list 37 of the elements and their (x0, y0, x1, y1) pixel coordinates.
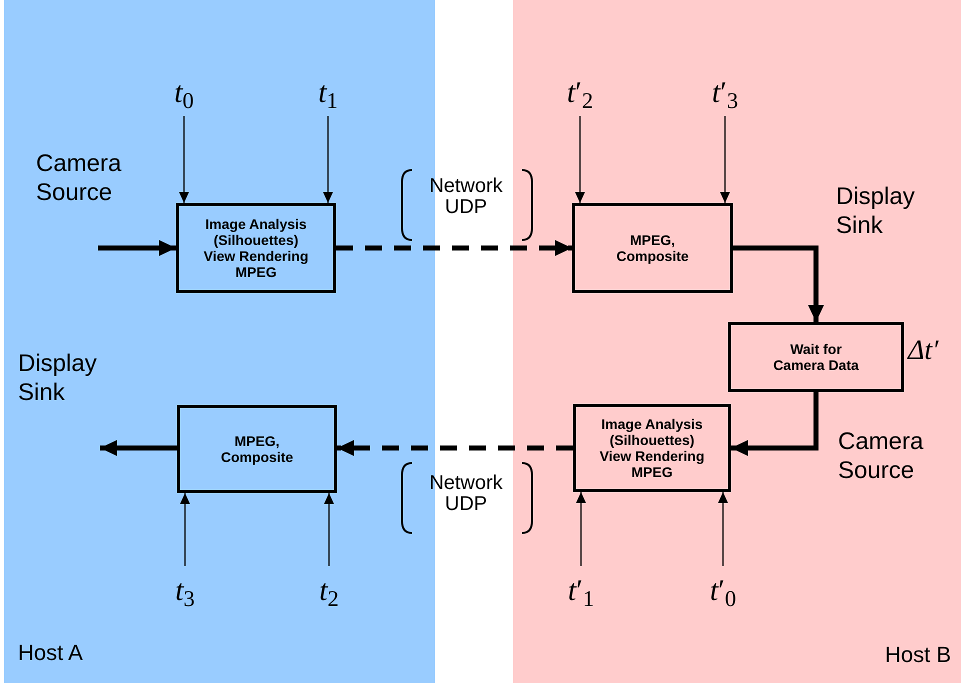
network-label: Network UDP (428, 473, 504, 515)
process-box: Image Analysis (Silhouettes) View Rendering MPEG (176, 203, 336, 293)
arrow (576, 492, 586, 566)
arrow (98, 240, 176, 256)
arrow (720, 116, 730, 203)
time-label: t$_{3}$ (163, 566, 207, 616)
process-box: MPEG, Composite (572, 203, 733, 293)
io-label: Display Sink (836, 183, 916, 241)
io-label: Display Sink (18, 350, 98, 408)
host-label: Host A (18, 639, 83, 667)
time-label: t$_{2}$ (307, 566, 351, 616)
time-label: t′$_{2}$ (558, 70, 602, 116)
arrow (179, 116, 189, 203)
arrow (575, 116, 585, 203)
time-label: t$_{1}$ (306, 70, 350, 116)
arrow (718, 492, 728, 566)
arrow (180, 493, 190, 566)
arrow (324, 493, 334, 566)
process-box: Wait for Camera Data (728, 322, 904, 392)
time-label: t′$_{0}$ (701, 566, 745, 616)
process-box: Image Analysis (Silhouettes) View Rendering MPEG (573, 404, 731, 492)
arrow (733, 246, 824, 322)
host-label: Host B (884, 641, 951, 669)
dashed-arrow (337, 440, 573, 456)
time-label: t′$_{3}$ (703, 70, 747, 116)
host-panel (513, 0, 961, 683)
delay-label: Δt′ (908, 337, 938, 365)
io-label: Camera Source (36, 150, 122, 208)
arrow (323, 116, 333, 203)
arrow (731, 392, 818, 456)
process-box: MPEG, Composite (177, 405, 337, 493)
time-label: t′$_{1}$ (559, 566, 603, 616)
io-label: Camera Source (838, 428, 924, 486)
arrow (100, 440, 177, 456)
network-label: Network UDP (428, 176, 504, 218)
time-label: t$_{0}$ (162, 70, 206, 116)
dashed-arrow (336, 240, 572, 256)
